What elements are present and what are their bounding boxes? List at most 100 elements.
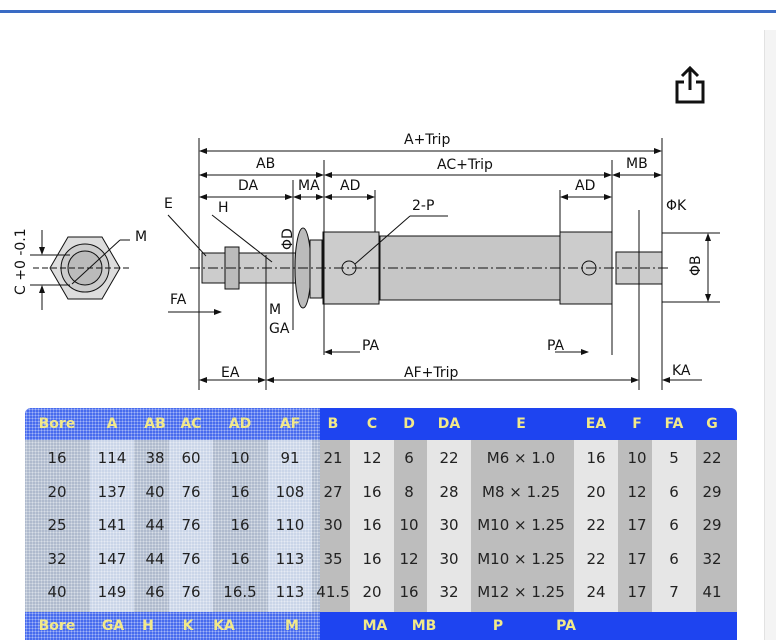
label-a-trip: A+Trip [404,132,450,148]
table-cell: M8 × 1.25 [482,482,560,501]
table-cell: 17 [627,549,647,568]
label-m: M [269,302,281,318]
label-pa: PA [547,338,565,354]
table-cell: 29 [702,516,722,534]
column-header: DA [437,416,461,432]
table-cell: 20 [47,482,67,501]
table-cell: 16 [362,516,382,534]
column-header: AC [180,416,202,432]
label-ad: AD [340,178,360,194]
table-cell: 17 [627,516,647,534]
column-stripe [652,440,696,612]
column-header-2: M [285,618,299,634]
label-ga: GA [269,321,290,337]
label-ka: KA [672,363,691,379]
table-cell: 21 [323,449,343,467]
label-mb: MB [626,156,648,172]
table-cell: 17 [627,583,647,601]
top-divider [0,10,776,13]
column-header: AD [228,416,252,432]
label-ab: AB [256,156,275,172]
table-cell: 6 [404,449,414,467]
side-panel-edge [764,30,776,640]
column-header-2: MA [362,618,388,634]
column-stripe [350,440,394,612]
table-cell: 10 [627,449,647,467]
table-cell: 35 [323,549,343,568]
column-header: D [403,416,415,432]
table-cell: 22 [586,516,606,534]
table-cell: M10 × 1.25 [477,516,565,534]
table-cell: 5 [669,449,679,467]
table-cell: 28 [439,482,459,501]
label-m-hex: M [135,229,147,245]
table-cell: 32 [47,549,67,568]
table-cell: M10 × 1.25 [477,549,565,568]
table-cell: 16 [362,549,382,568]
label-e: E [164,196,173,212]
table-cell: 30 [439,516,459,534]
label-pa: PA [362,338,380,354]
table-cell: 22 [586,549,606,568]
table-cell: 41.5 [316,583,350,601]
column-header: F [632,416,642,432]
table-cell: 20 [362,583,382,601]
cylinder-dimension-diagram: A+Trip AB AC+Trip MB DA MA AD AD E H 2-P… [13,132,720,390]
table-cell: 8 [404,482,414,501]
label-c-tolerance: C +0 -0.1 [13,228,29,295]
label-h: H [218,200,229,216]
table-cell: 29 [702,482,722,501]
table-cell: 12 [627,482,647,501]
table-cell: 32 [702,549,722,568]
label-af-trip: AF+Trip [404,365,459,381]
table-cell: 27 [323,482,343,501]
table-cell: M6 × 1.0 [486,449,556,467]
column-header: E [516,416,526,432]
label-phi-b: ΦB [688,255,704,276]
table-cell: 24 [586,583,606,601]
table-cell: 12 [362,449,382,467]
table-cell: 6 [669,549,679,568]
table-cell: 25 [47,516,67,534]
table-cell: 30 [439,549,459,568]
label-da: DA [238,178,259,194]
label-2p: 2-P [412,198,434,214]
column-header: C [366,416,378,432]
label-ma: MA [298,178,320,194]
table-cell: 6 [669,482,679,501]
table-cell: 20 [586,482,606,501]
table-cell: 22 [439,449,459,467]
share-icon[interactable] [672,64,708,106]
label-ea: EA [221,365,240,381]
table-cell: 30 [323,516,343,534]
table-cell: 16 [47,449,67,467]
label-ad: AD [575,178,595,194]
label-phi-d: ΦD [280,228,296,250]
column-header: EA [585,416,607,432]
column-header: Bore [38,416,76,432]
column-header: FA [664,416,684,432]
table-cell: 40 [47,583,67,601]
label-phi-k: ΦK [666,198,687,214]
table-cell: 16 [399,583,419,601]
column-stripe [427,440,471,612]
table-cell: 6 [669,516,679,534]
column-header-2: P [492,618,504,634]
table-cell: 41 [702,583,722,601]
column-header: B [327,416,339,432]
column-header: G [706,416,718,432]
column-header-2: MB [411,618,437,634]
table-cell: 16 [362,482,382,501]
label-ac-trip: AC+Trip [437,157,493,173]
column-stripe [574,440,618,612]
label-fa: FA [170,292,187,308]
table-cell: 12 [399,549,419,568]
column-header-2: PA [556,618,576,634]
table-cell: 10 [399,516,419,534]
table-cell: M12 × 1.25 [477,583,565,601]
column-header-2: Bore [38,618,76,634]
table-cell: 7 [669,583,679,601]
column-header-2: KA [213,618,235,634]
table-cell: 22 [702,449,722,467]
